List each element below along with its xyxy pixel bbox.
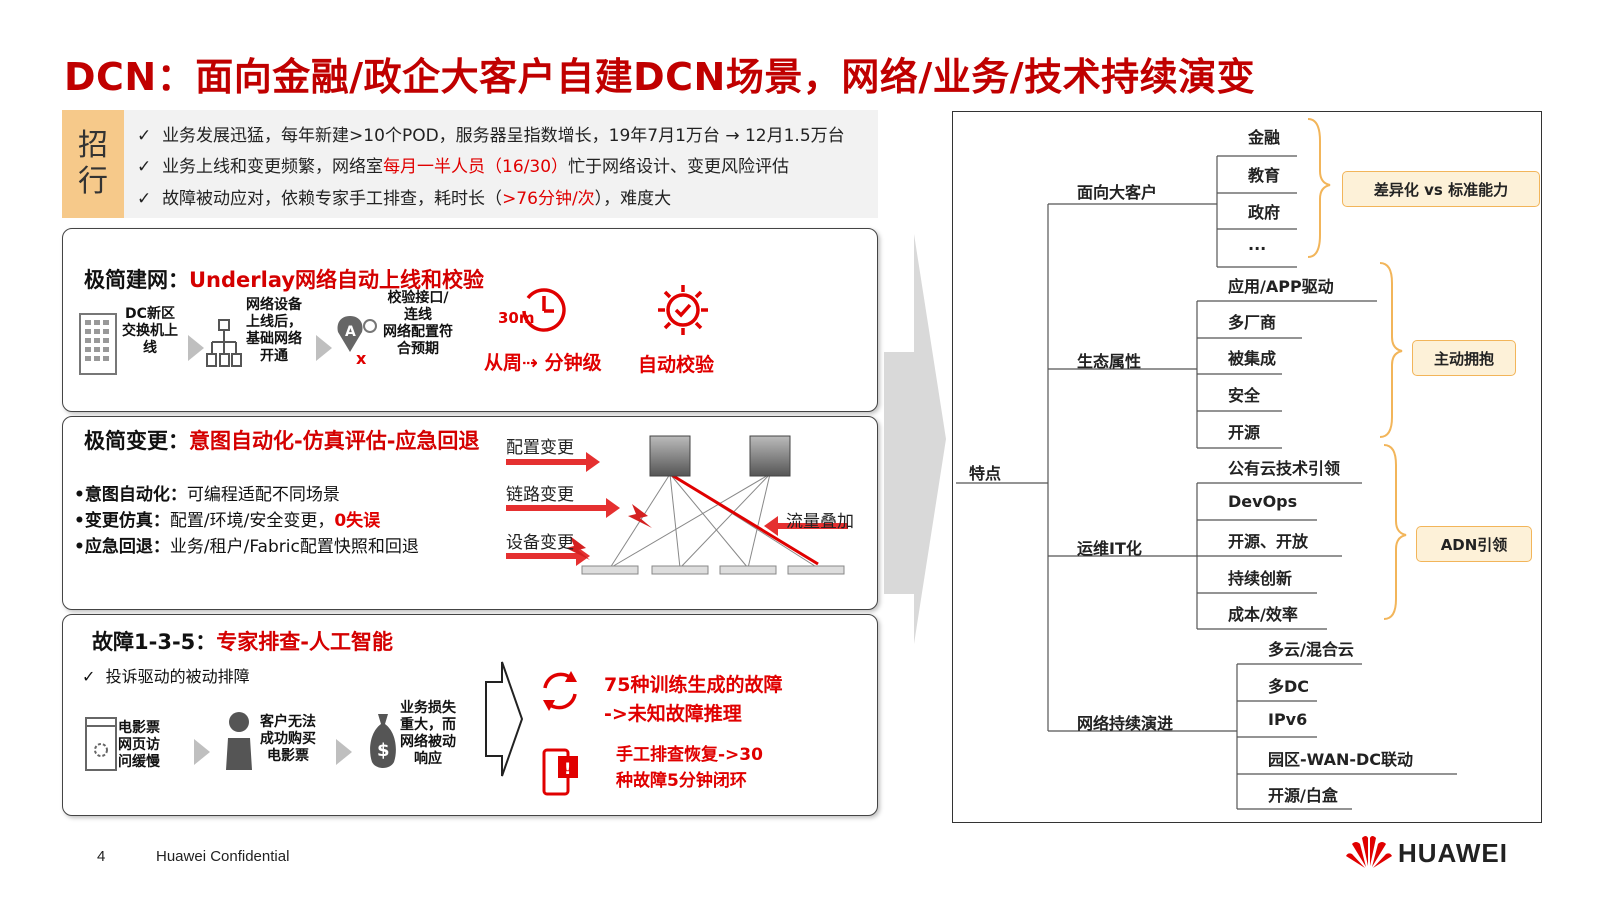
tree-leaf: 安全	[1228, 386, 1261, 405]
feature-tree-panel	[952, 111, 1542, 823]
bullet-item: •意图自动化：可编程适配不同场景	[74, 485, 340, 505]
banner-line: ✓ 业务上线和变更频繁，网络室每月一半人员（16/30）忙于网络设计、变更风险评…	[137, 157, 790, 177]
tree-leaf: 政府	[1248, 203, 1281, 222]
tree-leaf: 被集成	[1228, 349, 1277, 368]
phone-alert-icon: !	[542, 748, 578, 796]
sub-bullet: ✓ 投诉驱动的被动排障	[82, 667, 250, 686]
tree-leaf: 多云/混合云	[1268, 640, 1354, 659]
big-arrow-icon	[485, 661, 524, 777]
confidential-label: Huawei Confidential	[156, 848, 290, 865]
bullet-item: •变更仿真：配置/环境/安全变更，0失误	[74, 511, 381, 531]
step-label: 客户无法 成功购买 电影票	[260, 714, 316, 764]
arrow-right-icon	[194, 739, 210, 765]
panel-simple-change	[62, 416, 878, 610]
clock-icon	[522, 288, 566, 332]
step-label: 电影票 网页访 问缓慢	[118, 720, 160, 770]
check-icon: ✓	[82, 667, 96, 686]
gear-check-icon	[658, 285, 708, 335]
switch-rack-icon	[79, 313, 117, 375]
tree-tag: 主动拥抱	[1412, 340, 1516, 376]
tree-leaf: 成本/效率	[1228, 605, 1298, 624]
money-bag-icon: $	[370, 714, 396, 768]
transition-arrow-icon	[884, 234, 946, 644]
change-label: 配置变更	[506, 438, 574, 458]
svg-text:A: A	[345, 324, 356, 340]
customer-icon	[226, 712, 252, 770]
banner-tag: 招 行	[62, 110, 124, 218]
tree-tag: ADN引领	[1416, 526, 1532, 562]
svg-text:!: !	[564, 759, 571, 778]
clock-label: 30m	[498, 309, 535, 327]
svg-text:x: x	[356, 349, 367, 368]
step-label: DC新区 交换机上 线	[122, 306, 178, 356]
week-to-minute: 从周⇢ 分钟级	[484, 352, 602, 374]
step-label: 业务损失 重大，而 网络被动 响应	[400, 700, 456, 767]
huawei-logo-icon	[1346, 836, 1392, 868]
tree-branch: 网络持续演进	[1077, 714, 1174, 733]
bullet-item: •应急回退：业务/租户/Fabric配置快照和回退	[74, 537, 419, 557]
traffic-label: 流量叠加	[786, 512, 854, 532]
panel-title: 故障1-3-5：专家排查-人工智能	[92, 630, 393, 654]
tree-leaf: 金融	[1248, 128, 1281, 147]
tree-leaf: 园区-WAN-DC联动	[1268, 750, 1414, 769]
change-topology-diagram	[506, 435, 848, 575]
result-text: 75种训练生成的故障 ->未知故障推理	[604, 674, 783, 725]
arrow-right-icon	[316, 335, 332, 361]
tree-leaf: 开源/白盒	[1268, 786, 1338, 805]
tree-leaf: ...	[1248, 235, 1267, 254]
panel-title: 极简建网：Underlay网络自动上线和校验	[84, 268, 485, 292]
tree-leaf: 开源	[1228, 423, 1261, 442]
browser-loading-icon	[85, 717, 117, 771]
tree-connectors	[956, 118, 1457, 810]
arrow-icon: ⇢	[522, 352, 545, 374]
auto-check-label: 自动校验	[638, 354, 715, 376]
tree-branch: 生态属性	[1077, 352, 1142, 371]
location-check-icon: A x	[337, 316, 377, 368]
brand-name: HUAWEI	[1398, 838, 1508, 868]
step-label: 校验接口/ 连线 网络配置符 合预期	[383, 290, 453, 357]
banner-tag-char: 招	[78, 128, 108, 163]
banner-line: ✓ 故障被动应对，依赖专家手工排查，耗时长（>76分钟/次），难度大	[137, 189, 672, 209]
panel-simple-build	[62, 228, 878, 412]
arrow-right-icon	[188, 335, 204, 361]
tree-leaf: 多DC	[1268, 677, 1310, 696]
panel-fault	[62, 614, 878, 816]
tree-root: 特点	[969, 464, 1002, 483]
tree-leaf: 持续创新	[1228, 569, 1293, 588]
step-label: 网络设备 上线后， 基础网络 开通	[246, 297, 302, 364]
tree-leaf: 开源、开放	[1228, 532, 1309, 551]
tree-branch: 运维IT化	[1077, 539, 1142, 558]
tree-leaf: 公有云技术引领	[1228, 459, 1341, 478]
change-label: 链路变更	[506, 485, 574, 505]
refresh-cycle-icon	[543, 671, 577, 711]
summary-banner	[62, 110, 878, 218]
banner-tag-char: 行	[78, 164, 108, 199]
tree-leaf: IPv6	[1268, 710, 1308, 729]
tree-tag: 差异化 vs 标准能力	[1342, 171, 1540, 207]
banner-line: ✓ 业务发展迅猛，每年新建>10个POD，服务器呈指数增长，19年7月1万台 →…	[137, 126, 845, 146]
tree-branch: 面向大客户	[1077, 183, 1158, 202]
arrow-right-icon	[336, 739, 352, 765]
check-icon: ✓	[137, 126, 152, 146]
tree-leaf: DevOps	[1228, 492, 1298, 511]
change-label: 设备变更	[506, 533, 574, 553]
tree-leaf: 多厂商	[1228, 313, 1277, 332]
check-icon: ✓	[137, 157, 152, 177]
panel-title: 极简变更：意图自动化-仿真评估-应急回退	[84, 429, 480, 453]
tree-leaf: 应用/APP驱动	[1228, 277, 1334, 296]
page-title: DCN：面向金融/政企大客户自建DCN场景，网络/业务/技术持续演变	[64, 55, 1256, 99]
page-number: 4	[97, 848, 106, 865]
tree-leaf: 教育	[1248, 166, 1281, 185]
check-icon: ✓	[137, 189, 152, 209]
svg-text:$: $	[377, 740, 390, 761]
result-text: 手工排查恢复->30 种故障5分钟闭环	[616, 745, 763, 791]
network-topology-icon	[206, 319, 242, 367]
